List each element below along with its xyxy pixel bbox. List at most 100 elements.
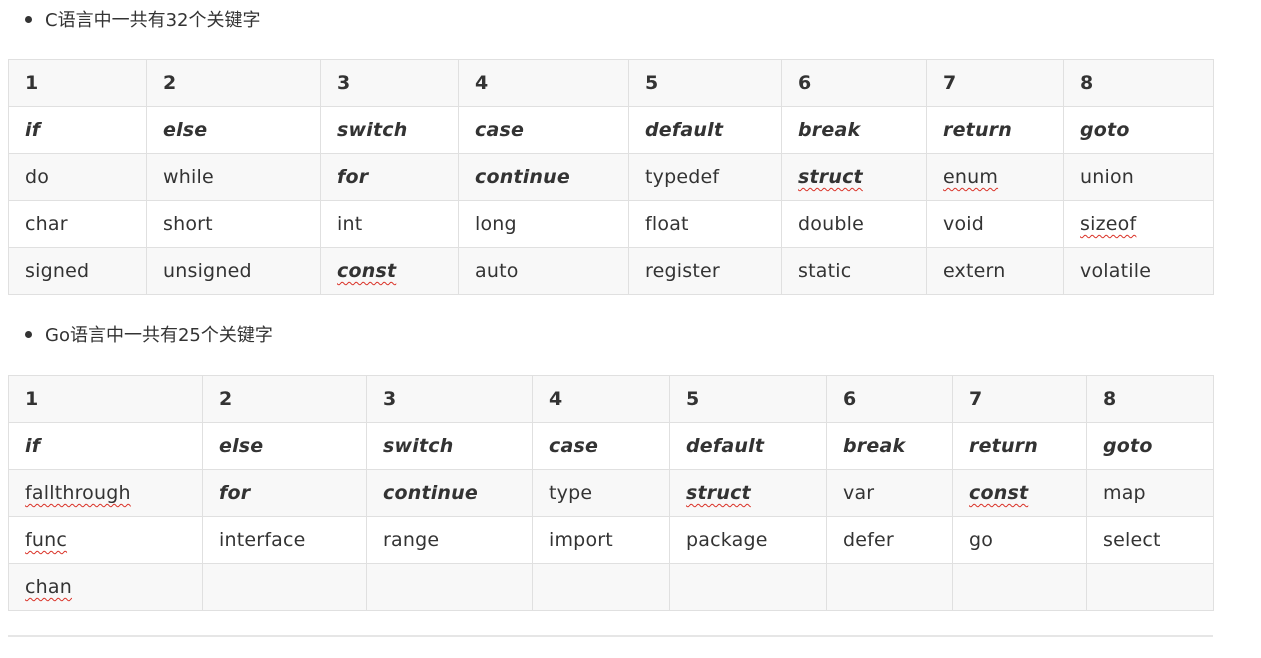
table-cell: if [8,106,147,154]
keyword-text: sizeof [1080,213,1137,235]
keyword-text: if [25,119,41,141]
keyword-text: long [475,213,517,235]
keyword-text: type [549,482,593,504]
keyword-text: 6 [843,388,857,410]
table-cell: return [926,106,1064,154]
table-cell: sizeof [1063,200,1214,248]
table-cell: case [458,106,629,154]
bullet-icon [25,15,32,23]
table-cell: type [532,469,670,517]
table-cell: enum [926,153,1064,201]
keyword-text: switch [383,435,454,457]
table-cell: continue [458,153,629,201]
table-header-cell: 3 [320,59,459,107]
keyword-text: void [943,213,985,235]
keyword-text: float [645,213,689,235]
table-cell: char [8,200,147,248]
table-header-cell: 5 [669,375,827,423]
keyword-text: volatile [1080,260,1152,282]
keyword-text: 4 [475,72,489,94]
table-cell: chan [8,563,203,611]
keyword-text: static [798,260,852,282]
keyword-text: fallthrough [25,482,131,504]
keyword-text: import [549,529,613,551]
keyword-text: interface [219,529,306,551]
table-cell: for [202,469,367,517]
table-cell: switch [366,422,533,470]
bullet-icon [25,330,32,338]
table-cell: const [952,469,1087,517]
table-cell: for [320,153,459,201]
keyword-text: int [337,213,363,235]
table-cell: typedef [628,153,782,201]
table-cell: range [366,516,533,564]
table-cell: continue [366,469,533,517]
table-header-cell: 4 [532,375,670,423]
table-cell: const [320,247,459,295]
table-header-cell: 5 [628,59,782,107]
keyword-text: package [686,529,768,551]
keyword-text: default [645,119,724,141]
keyword-text: const [969,482,1029,504]
table-cell: default [628,106,782,154]
table-header-cell: 3 [366,375,533,423]
table-header-cell: 7 [926,59,1064,107]
table-cell: var [826,469,953,517]
keyword-text: short [163,213,213,235]
table-cell: void [926,200,1064,248]
keyword-text: 1 [25,388,39,410]
keyword-text: chan [25,576,72,598]
table-cell: signed [8,247,147,295]
c-keywords-heading-text: C语言中一共有32个关键字 [45,10,261,31]
keyword-text: 3 [383,388,397,410]
keyword-text: const [337,260,397,282]
go-keywords-heading-text: Go语言中一共有25个关键字 [45,325,273,346]
table-cell [366,563,533,611]
table-cell: int [320,200,459,248]
table-cell: extern [926,247,1064,295]
table-cell: if [8,422,203,470]
table-cell: package [669,516,827,564]
keyword-text: goto [1103,435,1153,457]
table-cell: go [952,516,1087,564]
table-cell: struct [781,153,927,201]
table-cell: else [202,422,367,470]
table-cell: struct [669,469,827,517]
keyword-text: register [645,260,720,282]
keyword-text: default [686,435,765,457]
keyword-text: case [475,119,525,141]
table-cell: interface [202,516,367,564]
table-cell [202,563,367,611]
keyword-text: select [1103,529,1161,551]
table-cell [952,563,1087,611]
table-cell: select [1086,516,1214,564]
table-cell: auto [458,247,629,295]
table-cell: defer [826,516,953,564]
table-cell: import [532,516,670,564]
keyword-text: 2 [163,72,177,94]
table-cell: break [781,106,927,154]
table-header-cell: 6 [826,375,953,423]
table-header-cell: 1 [8,375,203,423]
keyword-text: char [25,213,68,235]
keyword-text: double [798,213,864,235]
keyword-text: else [163,119,208,141]
keyword-text: 6 [798,72,812,94]
table-header-cell: 8 [1086,375,1214,423]
table-cell: float [628,200,782,248]
table-cell: break [826,422,953,470]
table-cell [669,563,827,611]
table-header-cell: 1 [8,59,147,107]
table-cell [1086,563,1214,611]
table-cell: volatile [1063,247,1214,295]
keyword-text: func [25,529,68,551]
keyword-text: struct [686,482,751,504]
